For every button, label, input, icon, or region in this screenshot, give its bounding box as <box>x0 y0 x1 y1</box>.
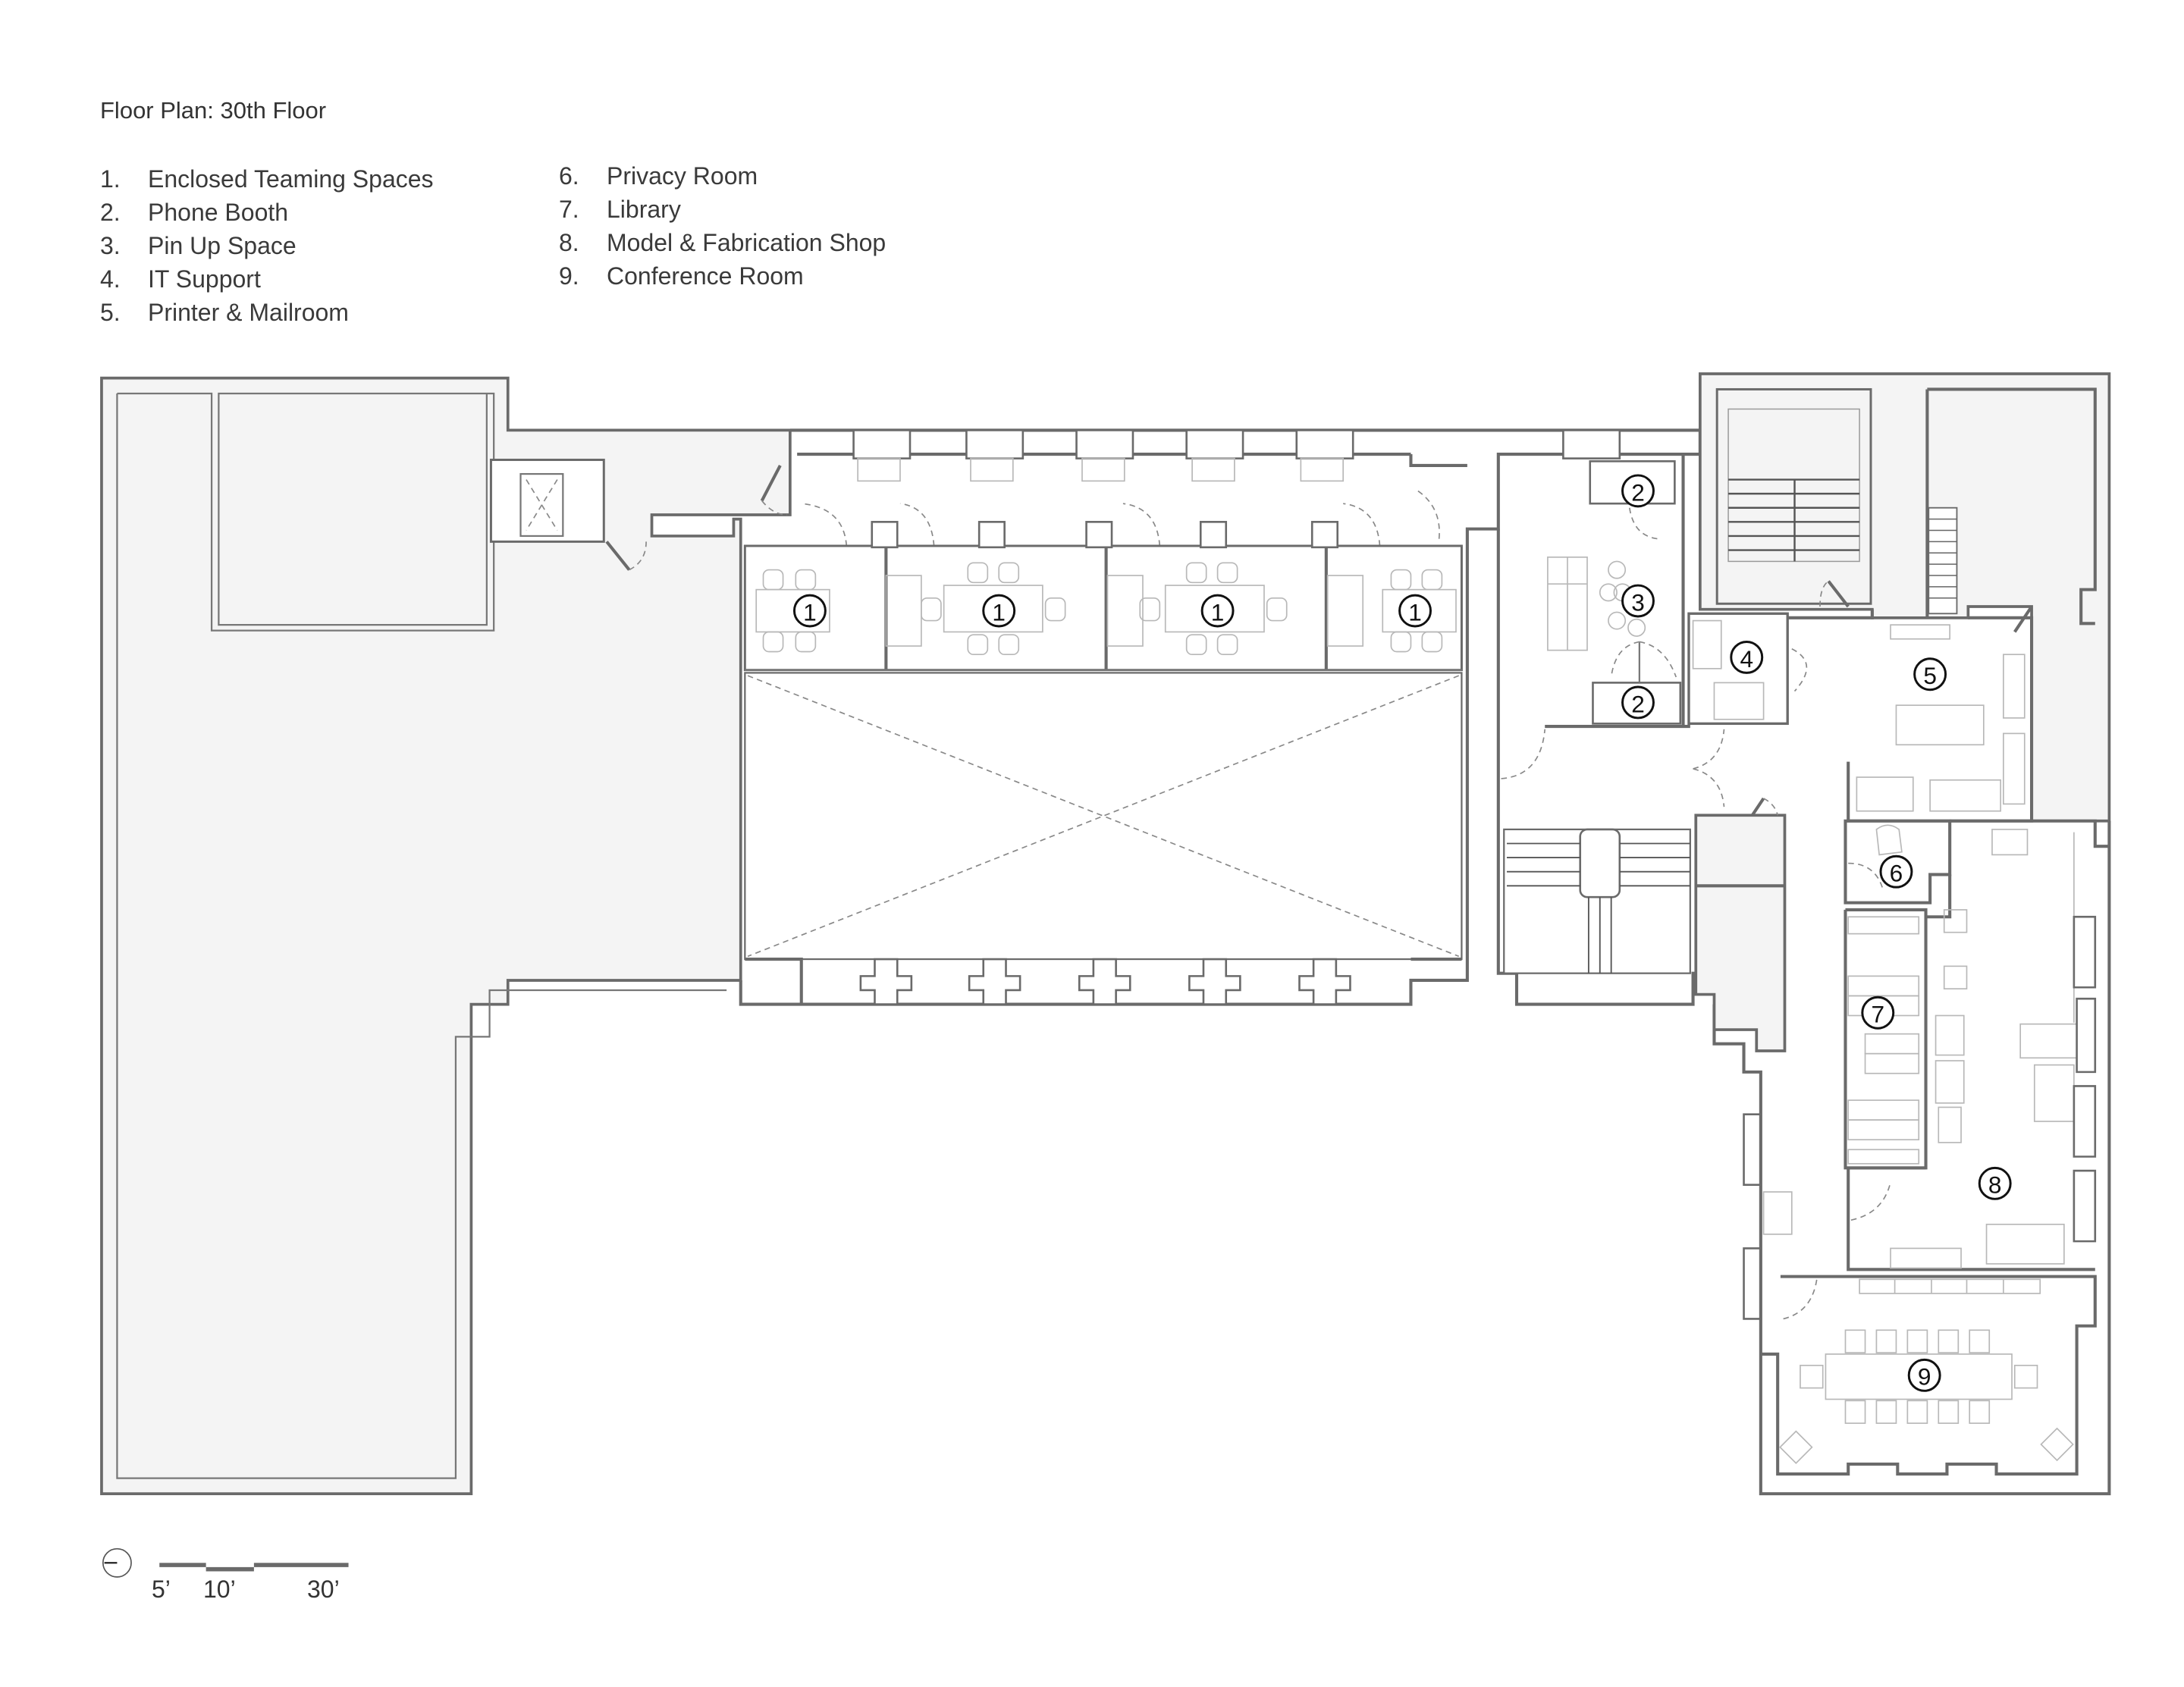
legend-label: Privacy Room <box>607 161 758 190</box>
legend-label: Phone Booth <box>148 198 289 226</box>
legend-number: 3. <box>100 231 121 259</box>
legend-item: 5. Printer & Mailroom <box>100 296 434 329</box>
room-tag-1[interactable]: 1 <box>792 594 827 628</box>
svg-text:8: 8 <box>1988 1171 2002 1199</box>
legend-number: 9. <box>559 262 579 290</box>
svg-text:2: 2 <box>1631 690 1645 717</box>
svg-text:6: 6 <box>1890 860 1903 887</box>
elevator-icon <box>519 472 564 538</box>
printer-icon <box>1856 776 1914 812</box>
phone-booth-top <box>1589 460 1676 505</box>
legend-item: 8. Model & Fabrication Shop <box>559 226 886 259</box>
svg-text:9: 9 <box>1918 1363 1931 1391</box>
left-wing <box>100 376 792 1495</box>
legend-number: 1. <box>100 165 121 193</box>
legend-number: 4. <box>100 265 121 293</box>
center-block <box>739 428 1702 1006</box>
conference-room <box>1760 1275 2097 1476</box>
legend-label: Model & Fabrication Shop <box>607 228 886 256</box>
legend-label: Printer & Mailroom <box>148 298 349 326</box>
room-tag-1[interactable]: 1 <box>1398 594 1432 628</box>
legend-item: 1. Enclosed Teaming Spaces <box>100 162 434 196</box>
room-tag-9[interactable]: 9 <box>1907 1358 1941 1392</box>
scale-label-10ft: 10’ <box>203 1576 236 1603</box>
room-tag-8[interactable]: 8 <box>1978 1166 2012 1200</box>
legend-number: 6. <box>559 161 579 190</box>
shop-equipment <box>1890 829 2078 1269</box>
table <box>943 585 1043 633</box>
conference-table <box>1825 1353 2013 1400</box>
legend-number: 7. <box>559 195 579 223</box>
right-block-lower <box>1694 797 2111 1496</box>
svg-text:2: 2 <box>1631 478 1645 506</box>
room-tag-5[interactable]: 5 <box>1913 657 1947 691</box>
right-window-piers <box>1743 915 2097 1320</box>
table <box>1382 588 1457 633</box>
room-tag-6[interactable]: 6 <box>1879 854 1913 889</box>
room-tag-7[interactable]: 7 <box>1861 996 1895 1030</box>
legend-item: 7. Library <box>559 193 886 226</box>
svg-text:1: 1 <box>1211 598 1225 626</box>
svg-text:4: 4 <box>1740 645 1753 673</box>
svg-text:1: 1 <box>803 598 817 626</box>
room-tag-2[interactable]: 2 <box>1621 685 1655 720</box>
legend-label: Enclosed Teaming Spaces <box>148 165 434 193</box>
top-windows <box>852 429 1621 482</box>
bottom-piers <box>745 958 1462 1005</box>
room-tag-1[interactable]: 1 <box>1200 594 1235 628</box>
lounge-chair-icon <box>1875 824 1903 856</box>
legend-number: 8. <box>559 228 579 256</box>
room-tag-3[interactable]: 3 <box>1621 584 1655 618</box>
legend-number: 2. <box>100 198 121 226</box>
legend-item: 4. IT Support <box>100 262 434 296</box>
north-arrow-icon <box>102 1547 132 1578</box>
main-stair <box>1496 528 1725 1006</box>
scale-label-5ft: 5’ <box>152 1576 171 1603</box>
atrium-open-to-below <box>744 672 1463 961</box>
legend-label: IT Support <box>148 265 261 293</box>
svg-text:5: 5 <box>1923 662 1937 689</box>
svg-text:3: 3 <box>1631 588 1645 616</box>
legend-column-1: 1.Enclosed Teaming Spaces 2.Phone Booth … <box>100 162 434 329</box>
room-tag-1[interactable]: 1 <box>982 594 1016 628</box>
room-tag-4[interactable]: 4 <box>1730 640 1764 674</box>
legend-label: Pin Up Space <box>148 231 297 259</box>
legend-item: 9. Conference Room <box>559 259 886 293</box>
right-block-upper <box>1699 372 2111 823</box>
scale-bar <box>159 1563 349 1572</box>
legend-number: 5. <box>100 298 121 326</box>
svg-text:1: 1 <box>992 598 1006 626</box>
legend-label: Library <box>607 195 681 223</box>
svg-text:7: 7 <box>1871 1001 1884 1028</box>
page-title: Floor Plan: 30th Floor <box>100 97 327 124</box>
table <box>1164 585 1265 633</box>
stair-treads <box>1728 478 1860 562</box>
scale-label-30ft: 30’ <box>307 1576 340 1603</box>
legend-item: 2. Phone Booth <box>100 196 434 229</box>
legend-item: 6. Privacy Room <box>559 159 886 193</box>
table <box>755 588 830 633</box>
legend-column-2: 6. Privacy Room 7. Library 8. Model & Fabri… <box>559 159 886 293</box>
room-tag-2[interactable]: 2 <box>1621 474 1655 508</box>
legend-label: Conference Room <box>607 262 804 290</box>
printer-mailroom <box>1787 605 2034 823</box>
legend-item: 3. Pin Up Space <box>100 229 434 262</box>
svg-text:1: 1 <box>1408 598 1422 626</box>
pin-up-space <box>1547 454 1685 727</box>
stools <box>1599 560 1646 637</box>
library-room <box>1844 908 1928 1170</box>
teaming-rooms <box>743 521 1463 672</box>
